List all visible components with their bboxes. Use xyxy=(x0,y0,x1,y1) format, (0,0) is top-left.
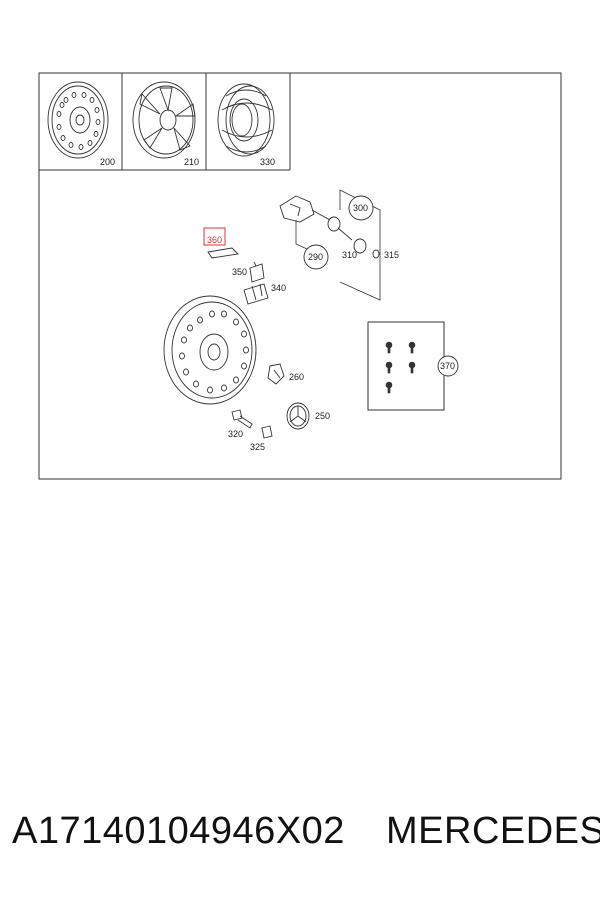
label-200: 200 xyxy=(100,157,115,167)
callout-circle-290[interactable] xyxy=(303,244,329,270)
label-290: 290 xyxy=(308,252,323,262)
label-250: 250 xyxy=(315,411,330,421)
diagram-frame xyxy=(38,72,562,480)
tire-thumbnail[interactable] xyxy=(217,83,275,157)
part-number: A17140104946X02 xyxy=(12,810,345,852)
brand-name: MERCEDES xyxy=(386,810,600,852)
part-360-shape[interactable] xyxy=(207,247,239,259)
part-350-shape[interactable] xyxy=(249,261,265,283)
label-320: 320 xyxy=(228,429,243,439)
footer: A17140104946X02 MERCEDES xyxy=(0,800,600,870)
label-370: 370 xyxy=(440,361,455,371)
label-315: 315 xyxy=(384,250,399,260)
part-320-shape[interactable] xyxy=(231,409,253,429)
bolt-set-box-370[interactable] xyxy=(367,321,445,411)
bolt-set-shapes xyxy=(385,341,416,394)
steel-wheel-thumbnail[interactable] xyxy=(47,81,109,159)
label-260: 260 xyxy=(289,372,304,382)
parts-diagram: 200 210 330 360 350 340 xyxy=(38,72,562,480)
label-300: 300 xyxy=(353,203,368,213)
label-325: 325 xyxy=(250,442,265,452)
label-330: 330 xyxy=(260,157,275,167)
callout-circle-370[interactable] xyxy=(437,355,459,377)
label-310: 310 xyxy=(342,250,357,260)
main-wheel-shape[interactable] xyxy=(163,295,257,405)
alloy-wheel-thumbnail[interactable] xyxy=(132,81,196,159)
part-340-shape[interactable] xyxy=(243,283,269,305)
label-210: 210 xyxy=(184,157,199,167)
part-250-shape[interactable] xyxy=(286,402,310,430)
label-340: 340 xyxy=(271,283,286,293)
label-350: 350 xyxy=(232,267,247,277)
tpms-sensor-shape[interactable] xyxy=(279,195,380,259)
highlight-box-360[interactable] xyxy=(203,227,226,246)
part-260-shape[interactable] xyxy=(267,363,285,385)
label-360: 360 xyxy=(207,235,222,245)
part-325-shape[interactable] xyxy=(261,425,273,439)
callout-circle-300[interactable] xyxy=(348,195,374,221)
